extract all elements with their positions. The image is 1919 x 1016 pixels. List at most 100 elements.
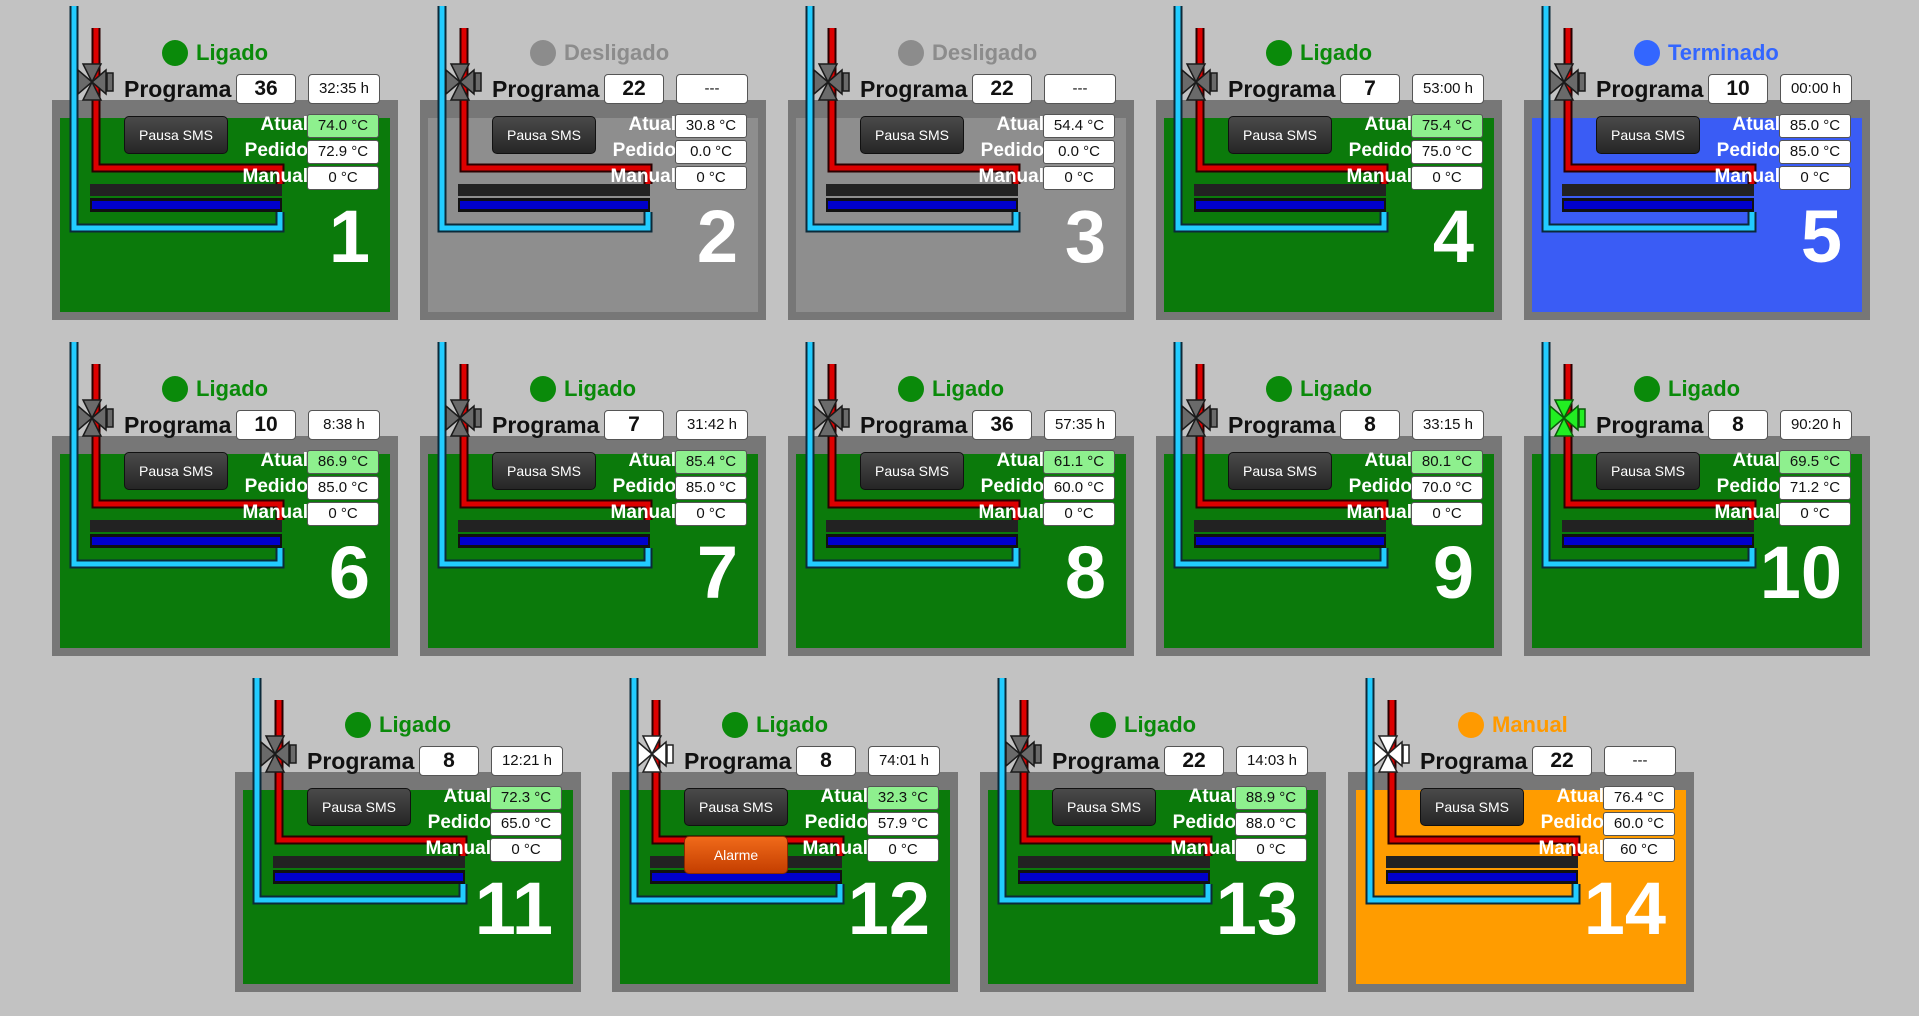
manual-value[interactable]: 0 °C [1411,166,1483,190]
program-number-field[interactable]: 7 [604,410,664,440]
tank-number: 5 [1800,195,1842,278]
manual-value[interactable]: 0 °C [307,166,379,190]
atual-value: 32.3 °C [867,786,939,810]
manual-label: Manual [978,166,1044,187]
status-dot-icon [1266,376,1292,402]
three-way-valve-icon[interactable] [436,396,484,440]
three-way-valve-icon[interactable] [436,60,484,104]
program-number-field[interactable]: 22 [1532,746,1592,776]
manual-value[interactable]: 0 °C [1043,166,1115,190]
manual-label: Manual [978,502,1044,523]
three-way-valve-icon[interactable] [68,60,116,104]
program-number-field[interactable]: 22 [1164,746,1224,776]
tank-12: Ligado Programa 8 74:01 h Pausa SMS Alar… [612,678,958,992]
status-indicator: Ligado [1634,374,1740,404]
atual-label: Atual [260,450,309,471]
program-number-field[interactable]: 8 [1340,410,1400,440]
manual-label: Manual [1346,502,1412,523]
three-way-valve-icon[interactable] [1172,396,1220,440]
status-dot-icon [898,40,924,66]
manual-value[interactable]: 0 °C [1779,502,1851,526]
manual-value[interactable]: 0 °C [307,502,379,526]
atual-label: Atual [1732,450,1781,471]
pedido-label: Pedido [980,140,1044,161]
status-indicator: Ligado [722,710,828,740]
three-way-valve-icon[interactable] [68,396,116,440]
program-number-field[interactable]: 10 [236,410,296,440]
status-indicator: Ligado [1266,374,1372,404]
atual-label: Atual [1732,114,1781,135]
three-way-valve-icon[interactable] [1540,396,1588,440]
tank-4: Ligado Programa 7 53:00 h Pausa SMS Atua… [1156,6,1502,320]
pause-sms-button[interactable]: Pausa SMS [1228,116,1332,154]
status-dot-icon [722,712,748,738]
three-way-valve-icon[interactable] [1172,60,1220,104]
program-number-field[interactable]: 8 [796,746,856,776]
status-dot-icon [898,376,924,402]
manual-value[interactable]: 0 °C [1235,838,1307,862]
tank-number: 3 [1064,195,1106,278]
pedido-label: Pedido [1716,140,1780,161]
pause-sms-button[interactable]: Pausa SMS [1228,452,1332,490]
program-number-field[interactable]: 8 [1708,410,1768,440]
manual-value[interactable]: 0 °C [675,166,747,190]
three-way-valve-icon[interactable] [1540,60,1588,104]
program-label: Programa [492,76,600,102]
status-indicator: Manual [1458,710,1568,740]
manual-value[interactable]: 0 °C [1043,502,1115,526]
pause-sms-button[interactable]: Pausa SMS [1420,788,1524,826]
three-way-valve-icon[interactable] [804,396,852,440]
alarm-button[interactable]: Alarme [684,836,788,874]
pause-sms-button[interactable]: Pausa SMS [492,116,596,154]
manual-label: Manual [1538,838,1604,859]
pause-sms-button[interactable]: Pausa SMS [124,452,228,490]
pause-sms-button[interactable]: Pausa SMS [1052,788,1156,826]
pause-sms-button[interactable]: Pausa SMS [124,116,228,154]
atual-value: 72.3 °C [490,786,562,810]
program-number-field[interactable]: 10 [1708,74,1768,104]
status-label: Ligado [564,376,637,401]
program-number-field[interactable]: 22 [604,74,664,104]
program-number-field[interactable]: 8 [419,746,479,776]
three-way-valve-icon[interactable] [804,60,852,104]
pause-sms-button[interactable]: Pausa SMS [1596,116,1700,154]
pause-sms-button[interactable]: Pausa SMS [307,788,411,826]
atual-value: 85.0 °C [1779,114,1851,138]
pedido-value: 71.2 °C [1779,476,1851,500]
tank-number: 13 [1215,867,1298,950]
manual-value[interactable]: 0 °C [675,502,747,526]
tank-number: 1 [328,195,370,278]
manual-value[interactable]: 0 °C [490,838,562,862]
pause-sms-button[interactable]: Pausa SMS [860,452,964,490]
pause-sms-button[interactable]: Pausa SMS [860,116,964,154]
pedido-label: Pedido [1540,812,1604,833]
pedido-value: 88.0 °C [1235,812,1307,836]
manual-value[interactable]: 0 °C [1779,166,1851,190]
program-number-field[interactable]: 7 [1340,74,1400,104]
three-way-valve-icon[interactable] [251,732,299,776]
pause-sms-button[interactable]: Pausa SMS [492,452,596,490]
program-number-field[interactable]: 36 [972,410,1032,440]
status-label: Ligado [1300,376,1373,401]
program-time-field: --- [676,74,748,104]
pedido-value: 65.0 °C [490,812,562,836]
manual-value[interactable]: 60 °C [1603,838,1675,862]
pause-sms-button[interactable]: Pausa SMS [684,788,788,826]
pause-sms-button[interactable]: Pausa SMS [1596,452,1700,490]
three-way-valve-icon[interactable] [996,732,1044,776]
program-number-field[interactable]: 36 [236,74,296,104]
status-dot-icon [1458,712,1484,738]
manual-value[interactable]: 0 °C [867,838,939,862]
three-way-valve-icon[interactable] [1364,732,1412,776]
tank-13: Ligado Programa 22 14:03 h Pausa SMS Atu… [980,678,1326,992]
status-indicator: Ligado [345,710,451,740]
three-way-valve-icon[interactable] [628,732,676,776]
pedido-label: Pedido [1716,476,1780,497]
manual-value[interactable]: 0 °C [1411,502,1483,526]
program-label: Programa [307,748,415,774]
status-label: Desligado [932,40,1038,65]
program-label: Programa [860,76,968,102]
status-label: Ligado [196,376,269,401]
program-number-field[interactable]: 22 [972,74,1032,104]
program-label: Programa [492,412,600,438]
